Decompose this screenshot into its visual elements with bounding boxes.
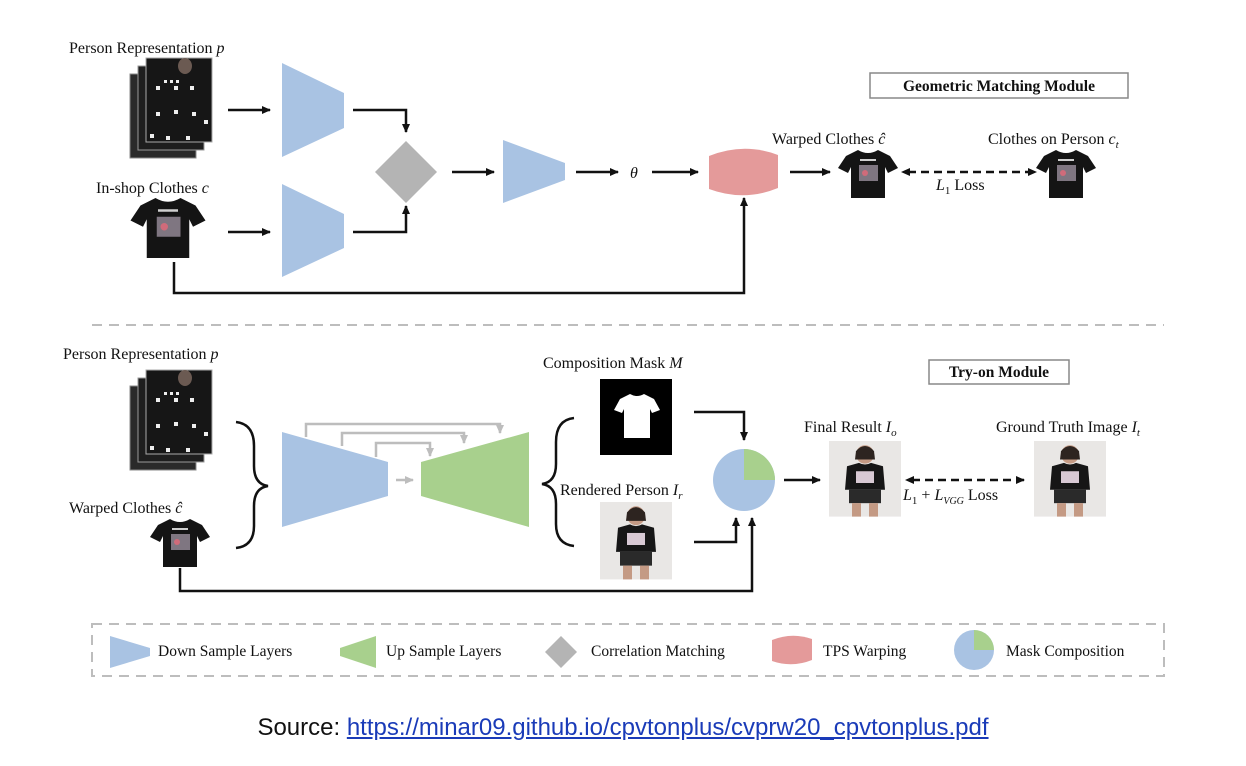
legend-tps-label: TPS Warping (823, 643, 907, 660)
legend-up-label: Up Sample Layers (386, 643, 501, 660)
legend-corr-label: Correlation Matching (591, 643, 725, 660)
gmm-person-encoder (282, 63, 344, 157)
tom-mask-composition-pie (713, 449, 775, 511)
legend-corr-icon (545, 636, 577, 668)
warped-tshirt-icon (838, 150, 898, 198)
source-prefix: Source: (257, 714, 347, 741)
tom-person-rep-label: Person Representation p (63, 346, 219, 363)
legend-mask-label: Mask Composition (1006, 643, 1125, 660)
gmm-tps-warping (709, 148, 778, 196)
gmm-arrow-p-corr (353, 108, 410, 133)
inshop-tshirt-icon (130, 198, 206, 258)
person-representation-stack-icon (129, 57, 213, 159)
gmm-title: Geometric Matching Module (869, 72, 1129, 99)
theta-label: θ (630, 165, 638, 182)
tom-loss-label: L1 + LVGG Loss (902, 487, 998, 507)
tom-arrow-warped-composition (178, 517, 756, 593)
gmm-inshop-label: In-shop Clothes c (96, 180, 209, 197)
rendered-person-photo-icon (600, 502, 672, 580)
tom-arrow-mask-composition (694, 410, 748, 441)
tom-output-brace (541, 416, 575, 548)
pipeline-diagram: Geometric Matching Module Person Represe… (63, 40, 1165, 677)
tom-gt-label: Ground Truth Image It (996, 419, 1141, 439)
tom-final-label: Final Result Io (804, 419, 897, 439)
tom-rendered-label: Rendered Person Ir (560, 482, 683, 502)
clothes-on-person-tshirt-icon (1036, 150, 1096, 198)
ground-truth-photo-icon (1034, 441, 1106, 517)
gmm-person-rep-label: Person Representation p (69, 40, 225, 57)
svg-text:Geometric Matching Module: Geometric Matching Module (903, 78, 1095, 95)
tom-warped-label: Warped Clothes ĉ (69, 500, 183, 517)
gmm-regressor (503, 140, 565, 203)
tom-skip-connection-1 (304, 422, 504, 437)
gmm-warped-label: Warped Clothes ĉ (772, 131, 886, 148)
source-link[interactable]: https://minar09.github.io/cpvtonplus/cvp… (346, 714, 989, 741)
gmm-arrow-c-tps (172, 197, 748, 295)
legend-mask-icon (954, 630, 994, 670)
legend-up-icon (340, 636, 376, 668)
legend-down-icon (110, 636, 150, 668)
tom-title: Try-on Module (928, 359, 1070, 385)
legend-tps-icon (772, 635, 812, 665)
tom-person-representation-stack-icon (129, 369, 213, 471)
tom-input-brace (235, 420, 269, 550)
tom-skip-connection-2 (340, 431, 468, 446)
svg-text:Try-on Module: Try-on Module (949, 364, 1049, 381)
gmm-clothes-encoder (282, 184, 344, 277)
legend-down-label: Down Sample Layers (158, 643, 292, 660)
tom-arrow-rendered-composition (694, 517, 740, 544)
tom-skip-connection-3 (374, 441, 434, 457)
tom-unet-decoder (421, 432, 529, 527)
tom-unet-encoder (282, 432, 388, 527)
tom-warped-tshirt-icon (150, 519, 210, 567)
tom-mask-label: Composition Mask M (543, 355, 684, 372)
source-line: Source: https://minar09.github.io/cpvton… (0, 714, 1246, 742)
final-result-photo-icon (829, 441, 901, 517)
gmm-arrow-c-corr (353, 205, 410, 234)
gmm-clothes-on-person-label: Clothes on Person ct (988, 131, 1120, 151)
composition-mask-icon (600, 379, 672, 455)
gmm-correlation-diamond (375, 141, 437, 203)
legend: Down Sample Layers Up Sample Layers Corr… (91, 623, 1165, 677)
gmm-loss-label: L1 Loss (935, 177, 985, 197)
